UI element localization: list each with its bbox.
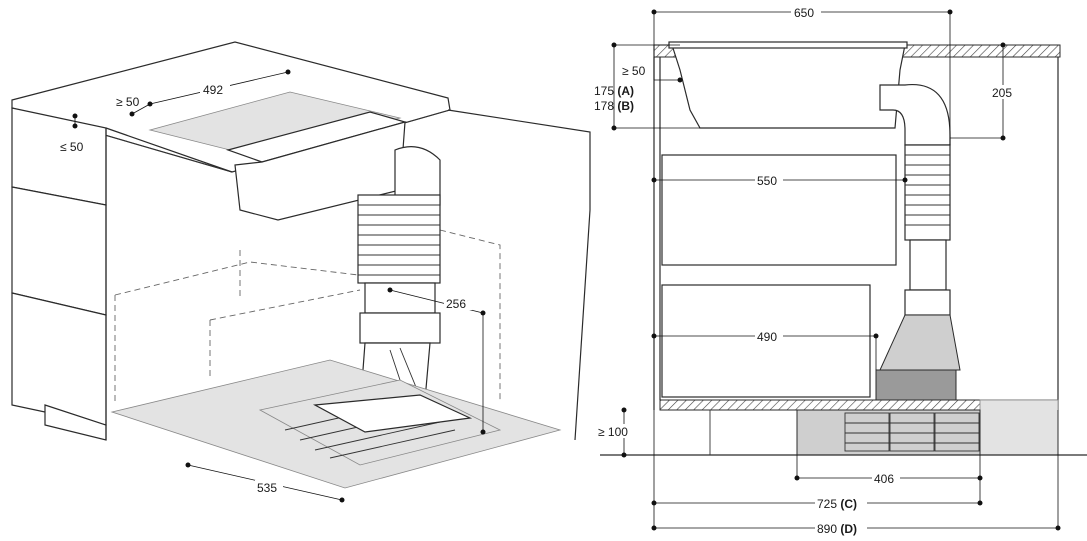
label-front-gap: ≥ 50 bbox=[116, 95, 140, 109]
label-plinth-height: ≥ 100 bbox=[598, 425, 628, 439]
left-isometric-view bbox=[11, 41, 591, 503]
hob-tray bbox=[671, 44, 906, 129]
label-drawer-depth-lower: 490 bbox=[757, 330, 777, 344]
worktop-cutout bbox=[148, 91, 402, 159]
label-hob-depth-a: 175 (A) bbox=[594, 84, 634, 98]
label-top-cutout-width: 492 bbox=[203, 83, 223, 97]
fan-outlet bbox=[875, 369, 957, 401]
drawer-fronts bbox=[11, 107, 107, 441]
label-duct-height: 256 bbox=[446, 297, 466, 311]
cabinet-back bbox=[447, 109, 591, 441]
label-hob-depth-b: 178 (B) bbox=[594, 99, 634, 113]
label-top-min-gap: ≥ 50 bbox=[622, 64, 646, 78]
dimension-labels: 492 ≥ 50 ≤ 50 256 535 650 ≥ 50 175 (A) 1… bbox=[60, 5, 1018, 536]
label-depth-d: 890 (D) bbox=[817, 522, 857, 536]
label-overall-width: 650 bbox=[794, 6, 814, 20]
label-fan-unit-width: 406 bbox=[874, 472, 894, 486]
duct-transition bbox=[879, 314, 961, 371]
label-depth-c: 725 (C) bbox=[817, 497, 857, 511]
label-duct-offset: 205 bbox=[992, 86, 1012, 100]
duct-bellows bbox=[904, 144, 951, 241]
duct-base-plate bbox=[312, 394, 473, 433]
label-drawer-depth-upper: 550 bbox=[757, 174, 777, 188]
fan-unit-section bbox=[796, 409, 981, 456]
plinth-zone bbox=[979, 399, 1059, 456]
upper-drawer bbox=[661, 154, 897, 266]
label-side-gap: ≤ 50 bbox=[60, 140, 84, 154]
label-base-depth: 535 bbox=[257, 481, 277, 495]
